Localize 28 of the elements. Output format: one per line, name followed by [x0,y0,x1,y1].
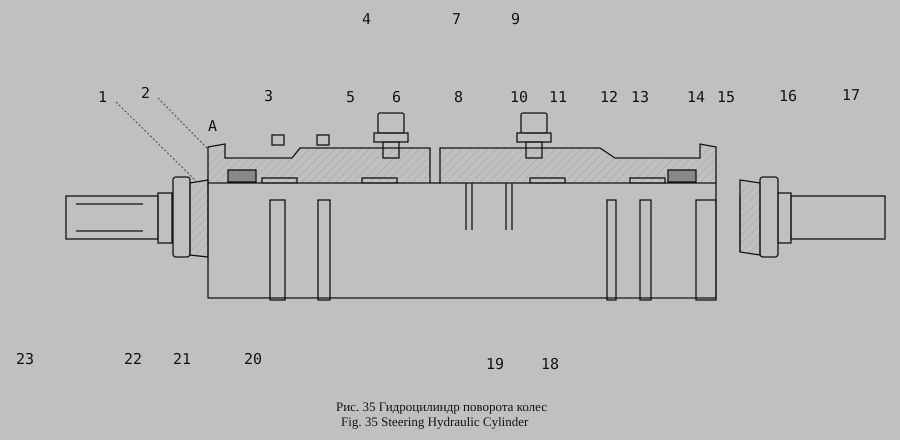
leader-line [158,98,208,148]
callout-number: 16 [779,87,798,105]
callout-number: 6 [392,88,402,106]
callout-number: 5 [346,88,356,106]
callout-number: 2 [141,84,150,102]
callout-number: 15 [717,88,736,106]
callout-number: 10 [510,88,528,106]
callout-number: 22 [124,350,142,368]
callout-number: 21 [173,350,192,368]
callout-number: 1 [98,88,108,106]
callout-number: 19 [486,355,504,373]
callout-number: 8 [454,88,464,106]
caption-text: Fig. 35 Steering Hydraulic Cylinder [341,414,528,429]
callout-number: 3 [264,87,274,105]
callout-number: 7 [452,10,462,28]
callout-number: 14 [687,88,706,106]
callout-number: 12 [600,88,618,106]
callout-number: 17 [842,86,860,104]
callout-number: 13 [631,88,650,106]
leader-line [116,102,198,182]
callout-number: 20 [244,350,262,368]
caption-text: Рис. 35 Гидроцилиндр поворота колес [336,399,548,414]
callout-number: 23 [16,350,34,368]
callout-number: 4 [362,10,372,28]
view-letter: A [208,117,218,135]
callout-number: 18 [541,355,560,373]
callout-number: 11 [549,88,568,106]
callout-number: 9 [511,10,520,28]
